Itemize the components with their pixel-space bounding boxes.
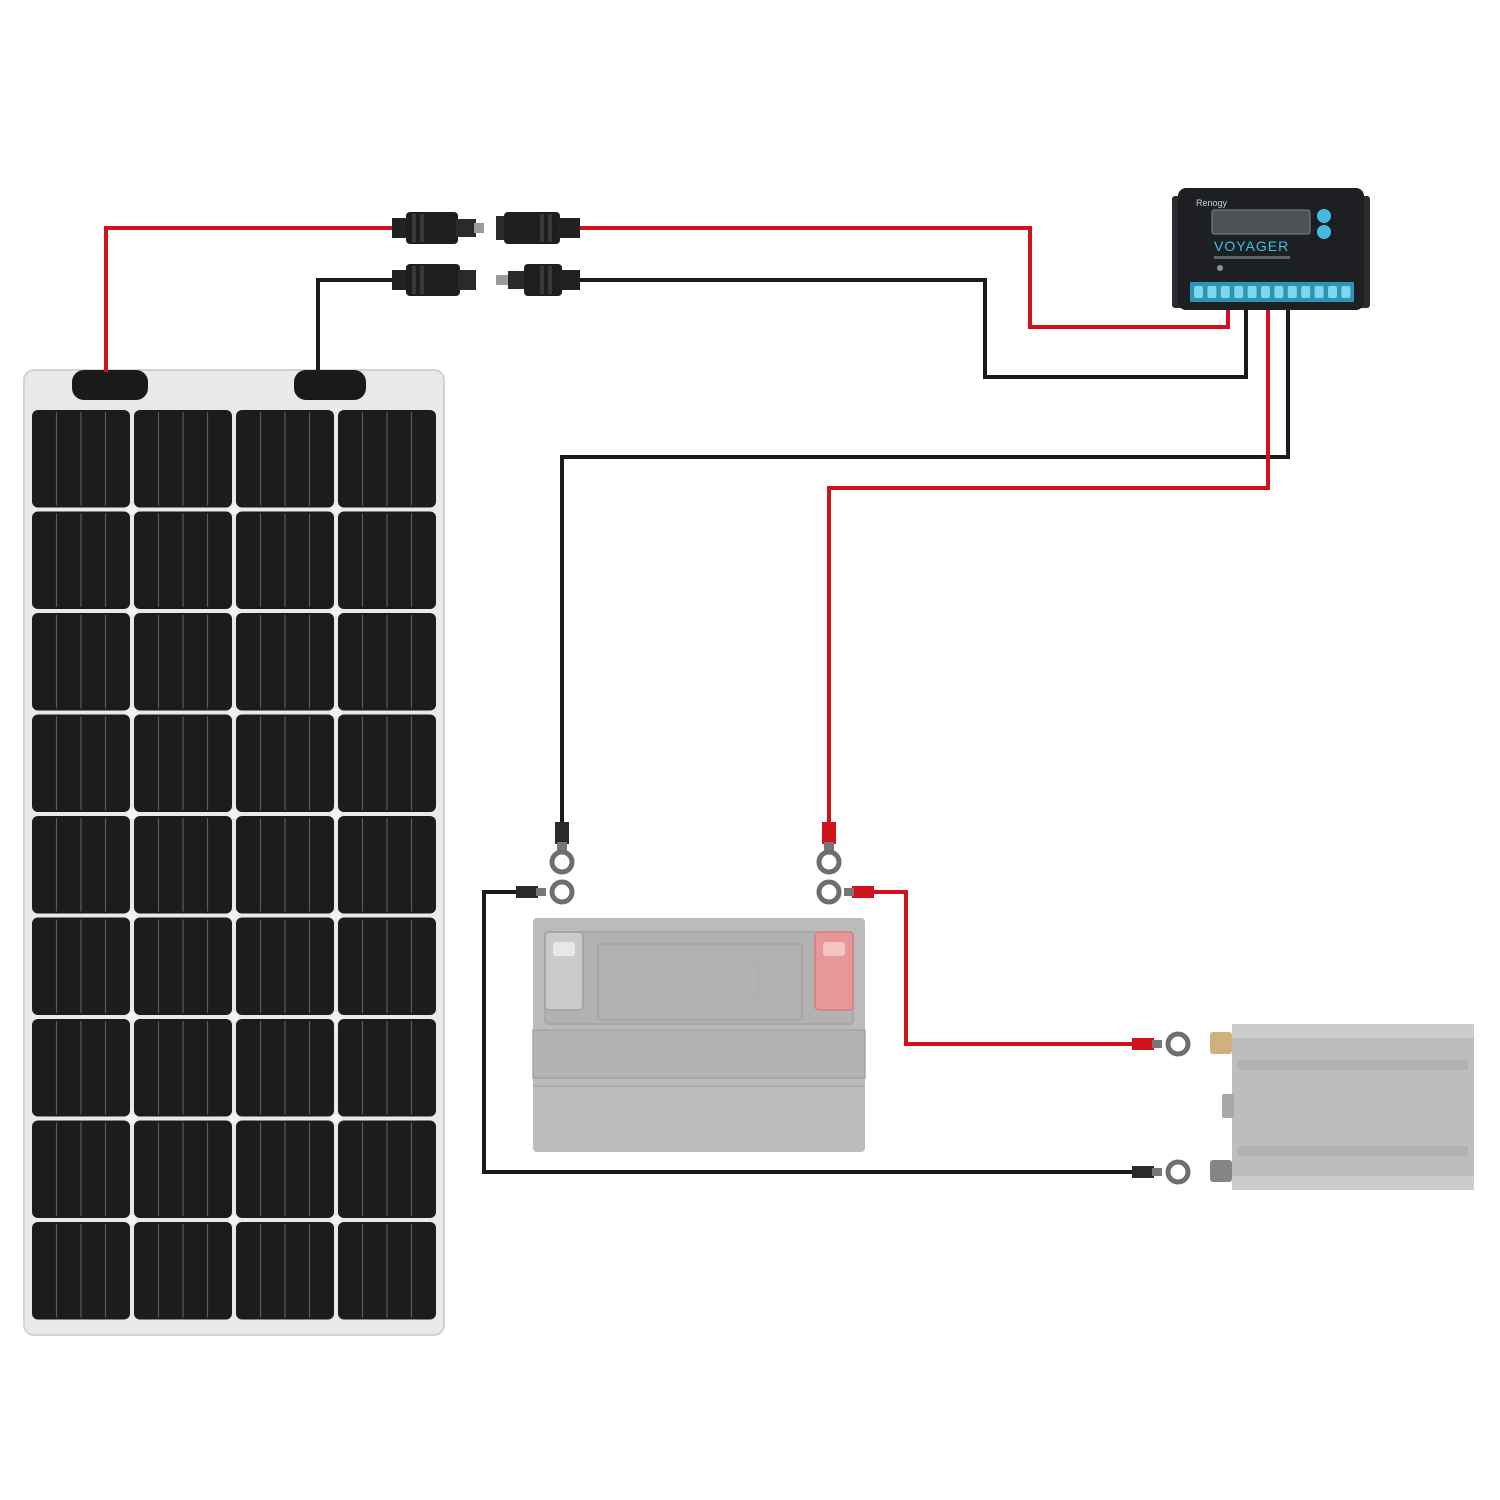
- cell-corner-dot: [229, 606, 239, 616]
- battery-center-panel: [597, 943, 803, 1021]
- mc4-connector-icon: [392, 212, 580, 296]
- cell-corner-dot: [331, 1215, 341, 1225]
- cell-corner-dot: [229, 1012, 239, 1022]
- wiring: [104, 226, 1290, 1174]
- terminal-screw: [1341, 286, 1351, 298]
- terminal-screw: [1247, 286, 1257, 298]
- cell-corner-dot: [331, 910, 341, 921]
- mc4-male-positive: [392, 212, 484, 244]
- inverter-negative-post: [1210, 1160, 1232, 1182]
- solar-panel: [23, 369, 445, 1336]
- inverter-positive-post: [1210, 1032, 1232, 1054]
- cell-corner-dot: [331, 809, 341, 819]
- cell-corner-dot: [331, 1012, 341, 1022]
- inverter-icon: [1210, 1024, 1474, 1190]
- terminal-screw: [1287, 286, 1297, 298]
- battery-positive-cable: [827, 310, 1270, 825]
- panel-positive-lead: [104, 226, 392, 372]
- cell-corner-dot: [229, 809, 239, 819]
- ring-terminal-inverter-negative: [1132, 1159, 1191, 1185]
- controller-model: VOYAGER: [1214, 238, 1289, 254]
- terminal-screw: [1301, 286, 1311, 298]
- battery-top-panel: [544, 931, 854, 1025]
- battery-label-area: [639, 959, 759, 1001]
- junction-box-positive: [72, 370, 148, 400]
- controller-button-up: [1317, 209, 1331, 223]
- battery-negative-cable: [560, 310, 1290, 825]
- cell-corner-dot: [127, 1215, 137, 1225]
- terminal-screw: [1261, 286, 1270, 298]
- cell-corner-dot: [127, 1012, 137, 1022]
- inverter-body: [1232, 1024, 1474, 1190]
- cell-corner-dot: [127, 809, 137, 819]
- terminal-screw: [1314, 286, 1324, 298]
- terminal-screw: [1194, 286, 1203, 298]
- battery-lower-band: [532, 1029, 866, 1079]
- inverter-lower-fin: [1238, 1146, 1468, 1156]
- cell-corner-dot: [127, 504, 137, 515]
- controller-lcd: [1211, 209, 1311, 235]
- pv-negative-cable: [580, 278, 1248, 379]
- inverter-negative-cable: [482, 890, 1138, 1174]
- ring-terminal-battery-positive-side: [816, 879, 874, 905]
- battery-icon: [532, 918, 866, 1152]
- controller-button-down: [1317, 225, 1331, 239]
- cell-corner-dot: [127, 606, 137, 616]
- inverter-bottom-rail: [1232, 1176, 1474, 1190]
- controller-status-led: [1217, 265, 1223, 271]
- cell-corner-dot: [229, 910, 239, 921]
- cell-corner-dot: [331, 606, 341, 616]
- controller-terminal-screws: [1194, 286, 1351, 298]
- panel-negative-lead: [316, 278, 392, 372]
- terminal-screw: [1274, 286, 1284, 298]
- cell-corner-dot: [229, 1113, 239, 1124]
- mc4-female-negative: [392, 264, 476, 296]
- cell-corner-dot: [127, 910, 137, 921]
- cell-corner-dot: [229, 707, 239, 718]
- controller-indicator-strip: [1214, 256, 1290, 259]
- cell-corner-dot: [331, 1113, 341, 1124]
- battery-positive-terminal-slot: [823, 942, 845, 956]
- ring-terminal-inverter-positive: [1132, 1031, 1191, 1057]
- inverter-positive-cable: [870, 890, 1138, 1046]
- cell-corner-dot: [127, 1113, 137, 1124]
- cell-corner-dot: [331, 707, 341, 718]
- pv-positive-cable: [580, 226, 1230, 329]
- inverter-side-switch: [1222, 1094, 1234, 1118]
- junction-box-negative: [294, 370, 366, 400]
- cell-corner-dot: [229, 1215, 239, 1225]
- terminal-screw: [1220, 286, 1230, 298]
- inverter-upper-fin: [1238, 1060, 1468, 1070]
- ring-terminal-icon: [516, 822, 1191, 1185]
- charge-controller-icon: Renogy VOYAGER: [1172, 188, 1370, 310]
- panel-cell-grid: [32, 410, 436, 1320]
- mc4-female-positive: [496, 212, 580, 244]
- battery-negative-terminal-slot: [553, 942, 575, 956]
- controller-brand: Renogy: [1196, 198, 1228, 208]
- ring-terminal-battery-negative-side: [516, 879, 575, 905]
- mc4-male-negative: [496, 264, 580, 296]
- ring-terminal-battery-positive-top: [816, 822, 842, 875]
- terminal-screw: [1234, 286, 1244, 298]
- terminal-screw: [1328, 286, 1337, 298]
- cell-corner-dot: [229, 504, 239, 515]
- inverter-top-rail: [1232, 1024, 1474, 1038]
- terminal-screw: [1207, 286, 1217, 298]
- cell-corner-dot: [127, 707, 137, 718]
- ring-terminal-battery-negative-top: [549, 822, 575, 875]
- cell-corner-dot: [331, 504, 341, 515]
- controller-terminal-block: [1190, 282, 1354, 302]
